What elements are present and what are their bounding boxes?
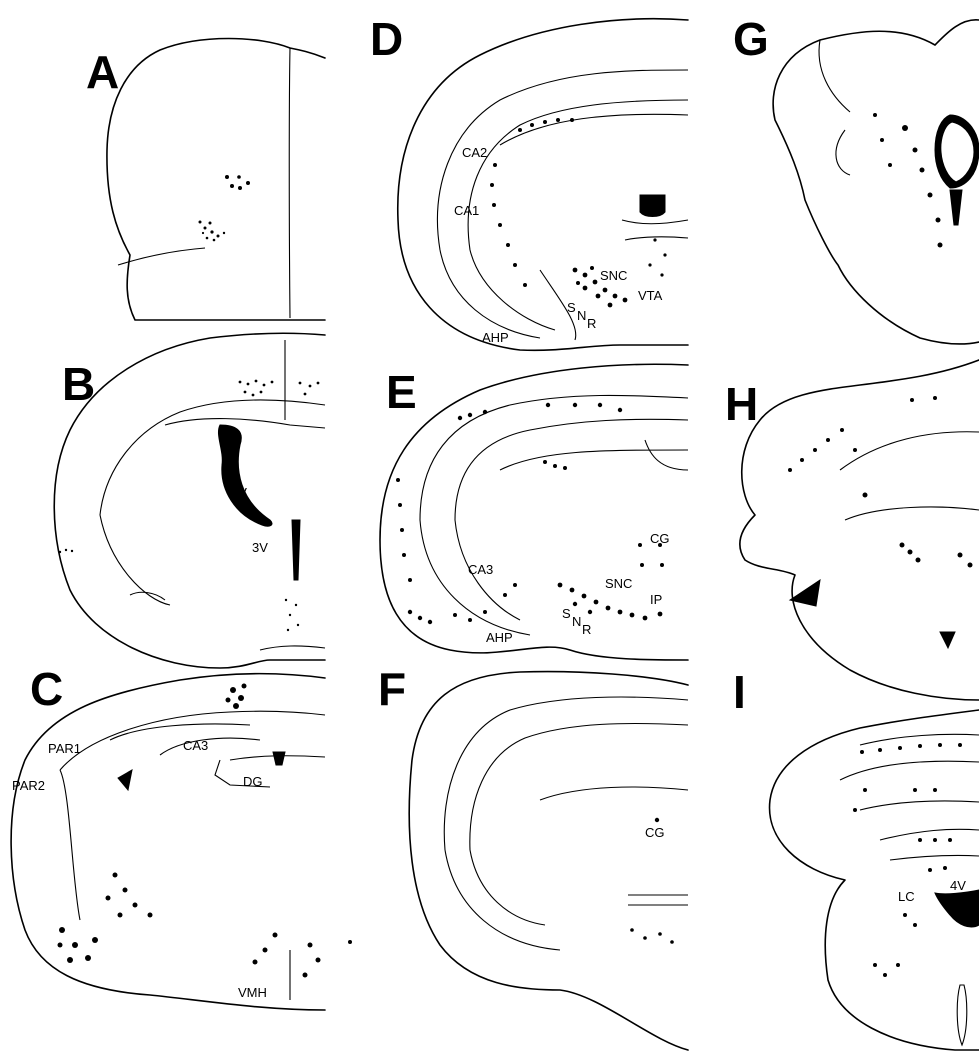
- panel-letter-f: F: [378, 663, 406, 715]
- stray-dot: [348, 940, 352, 944]
- label-snc-d: SNC: [600, 268, 627, 283]
- ventricle-g: [935, 115, 979, 188]
- label-3v: 3V: [252, 540, 268, 555]
- panel-letter-g: G: [733, 13, 769, 65]
- stipple-b: [59, 380, 320, 632]
- label-n-e: N: [572, 614, 581, 629]
- section-a-outline: [107, 39, 325, 321]
- third-ventricle-c: [273, 752, 285, 765]
- panel-letter-e: E: [386, 366, 417, 418]
- panel-f: F CG: [378, 663, 688, 1050]
- label-ca3-e: CA3: [468, 562, 493, 577]
- label-s-d: S: [567, 300, 576, 315]
- ventricle-tip-c: [118, 770, 132, 790]
- label-ca1: CA1: [454, 203, 479, 218]
- label-ca2: CA2: [462, 145, 487, 160]
- label-vta: VTA: [638, 288, 663, 303]
- label-ip: IP: [650, 592, 662, 607]
- panel-h: H: [725, 360, 979, 700]
- section-f-outline: [409, 672, 688, 1050]
- label-par1: PAR1: [48, 741, 81, 756]
- neurons-h: [788, 396, 973, 568]
- panel-b: B LV 3V: [54, 333, 325, 668]
- section-h-outline: [740, 360, 979, 700]
- panel-e: E CG CA3 SNC IP S N R AHP: [380, 364, 688, 660]
- label-lc: LC: [898, 889, 915, 904]
- panel-letter-c: C: [30, 663, 63, 715]
- label-ahp-d: AHP: [482, 330, 509, 345]
- panel-letter-h: H: [725, 378, 758, 430]
- stipple-a: [199, 175, 251, 241]
- label-par2: PAR2: [12, 778, 45, 793]
- neurons-i: [853, 743, 962, 977]
- panel-i: I LC 4V: [733, 666, 979, 1050]
- panel-d: D CA2 CA1 SNC VTA S N R AHP: [370, 13, 688, 350]
- panel-letter-b: B: [62, 358, 95, 410]
- section-c-outline: [11, 674, 325, 1010]
- neurons-g: [873, 113, 943, 248]
- panel-letter-a: A: [86, 46, 119, 98]
- label-ahp-e: AHP: [486, 630, 513, 645]
- panel-c: C PAR1 PAR2 CA3 DG VMH: [11, 663, 325, 1010]
- label-snc-e: SNC: [605, 576, 632, 591]
- label-vmh: VMH: [238, 985, 267, 1000]
- label-r-e: R: [582, 622, 591, 637]
- neurons-c: [58, 684, 321, 978]
- label-dg: DG: [243, 774, 263, 789]
- aqueduct-d: [640, 195, 665, 217]
- ventricle-h-left: [790, 580, 820, 606]
- aqueduct-g: [950, 190, 962, 225]
- panel-letter-d: D: [370, 13, 403, 65]
- label-n-d: N: [577, 308, 586, 323]
- label-r-d: R: [587, 316, 596, 331]
- label-cg-f: CG: [645, 825, 665, 840]
- label-s-e: S: [562, 606, 571, 621]
- panel-g: G: [733, 13, 979, 344]
- midline-a: [289, 48, 290, 318]
- panel-a: A: [86, 39, 325, 321]
- third-ventricle-b: [292, 520, 300, 580]
- lateral-ventricle-b: [218, 425, 272, 526]
- label-ca3-c: CA3: [183, 738, 208, 753]
- label-lv: LV: [232, 485, 247, 500]
- label-4v: 4V: [950, 878, 966, 893]
- panel-letter-i: I: [733, 666, 746, 718]
- ventricle-h-mid: [940, 632, 955, 648]
- section-e-outline: [380, 364, 688, 660]
- fourth-ventricle-i: [935, 890, 979, 927]
- rhinal-line-a: [118, 248, 205, 265]
